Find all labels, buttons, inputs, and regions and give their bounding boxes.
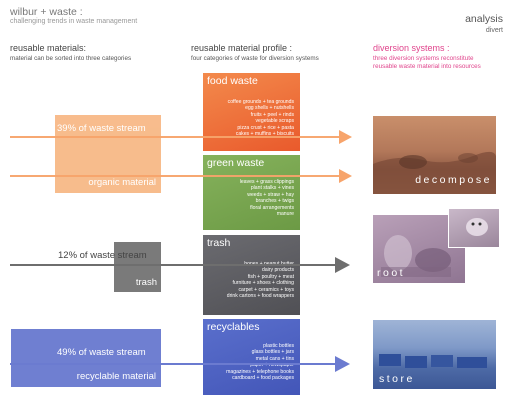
category-item: metal cans + tins bbox=[255, 355, 294, 362]
recyclable-percent-label: 49% of waste stream bbox=[57, 347, 146, 358]
category-item: manure bbox=[276, 211, 294, 218]
category-item: fish + poultry + meat bbox=[247, 273, 294, 280]
root-label: root bbox=[377, 267, 406, 279]
category-green-waste-title: green waste bbox=[207, 157, 265, 169]
category-trash: trash bones + peanut butter dairy produc… bbox=[203, 235, 300, 315]
category-item: coffee grounds + tea grounds bbox=[227, 99, 294, 105]
category-recyclables-title: recyclables bbox=[207, 321, 260, 333]
category-item: leaves + grass clippings bbox=[239, 179, 294, 185]
category-food-waste-title: food waste bbox=[207, 75, 258, 87]
root-inset-photo bbox=[448, 208, 500, 248]
organic-material-box: organic material bbox=[55, 115, 161, 193]
store-photo-art bbox=[379, 354, 487, 368]
decompose-photo: decompose bbox=[373, 116, 496, 194]
category-item: drink cartons + food wrappers bbox=[226, 293, 294, 300]
profile-heading: reusable material profile : bbox=[191, 43, 293, 53]
category-item: cardboard + food packages bbox=[232, 375, 294, 382]
root-inset-art bbox=[466, 218, 488, 236]
page-subtitle: challenging trends in waste management bbox=[10, 18, 138, 25]
trash-percent-label: 12% of waste stream bbox=[58, 250, 147, 261]
organic-arrowhead-lower bbox=[339, 169, 352, 183]
category-item: furniture + shoes + clothing bbox=[232, 280, 294, 287]
profile-subheading: four categories of waste for diversion s… bbox=[191, 55, 319, 62]
recyclable-material-label: recyclable material bbox=[76, 371, 156, 382]
category-item: plastic bottles bbox=[263, 343, 294, 349]
trash-material-label: trash bbox=[135, 277, 157, 288]
category-item: dairy products bbox=[262, 267, 294, 274]
trash-material-box: trash bbox=[114, 242, 161, 292]
materials-subheading: material can be sorted into three catego… bbox=[10, 55, 132, 62]
category-item: branches + twigs bbox=[255, 198, 294, 205]
category-item: floral arrangements bbox=[250, 204, 294, 211]
category-item: glass bottles + jars bbox=[251, 349, 294, 356]
category-item: vegetable scraps bbox=[255, 118, 294, 125]
trash-arrowhead bbox=[335, 257, 350, 273]
analysis-title: analysis bbox=[465, 13, 503, 25]
organic-percent-label: 39% of waste stream bbox=[57, 123, 146, 134]
decompose-label: decompose bbox=[415, 174, 492, 186]
category-item: magazines + telephone books bbox=[226, 368, 294, 375]
category-trash-title: trash bbox=[207, 237, 231, 249]
category-item: cakes + muffins + biscuits bbox=[235, 131, 294, 138]
recyclable-material-box: recyclable material bbox=[11, 329, 161, 387]
diversion-subheading-line1: three diversion systems reconstitute bbox=[373, 55, 474, 62]
category-recyclables: recyclables plastic bottles glass bottle… bbox=[203, 319, 300, 395]
category-item: egg shells + nutshells bbox=[245, 105, 294, 112]
store-label: store bbox=[379, 373, 415, 385]
category-item: carpet + ceramics + toys bbox=[238, 286, 295, 293]
category-item: plant stalks + vines bbox=[250, 185, 294, 192]
store-photo: store bbox=[373, 320, 496, 389]
diversion-heading: diversion systems : bbox=[373, 43, 450, 53]
category-item: pizza crust + rice + pasta bbox=[237, 124, 294, 131]
category-green-waste: green waste leaves + grass clippings pla… bbox=[203, 155, 300, 230]
category-item: weeds + straw + hay bbox=[247, 191, 294, 198]
category-item: fruits + peel + rinds bbox=[250, 111, 294, 118]
organic-arrowhead-upper bbox=[339, 130, 352, 144]
organic-material-label: organic material bbox=[88, 177, 156, 188]
category-item: paper + newspaper bbox=[250, 362, 294, 369]
materials-heading: reusable materials: bbox=[10, 43, 87, 53]
root-photo-art bbox=[381, 235, 451, 277]
analysis-subtitle: divert bbox=[485, 27, 503, 34]
recyclable-arrowhead bbox=[335, 356, 350, 372]
decompose-photo-art bbox=[373, 151, 496, 194]
page-title: wilbur + waste : bbox=[10, 6, 83, 18]
diversion-subheading-line2: reusable waste material into resources bbox=[373, 62, 481, 70]
